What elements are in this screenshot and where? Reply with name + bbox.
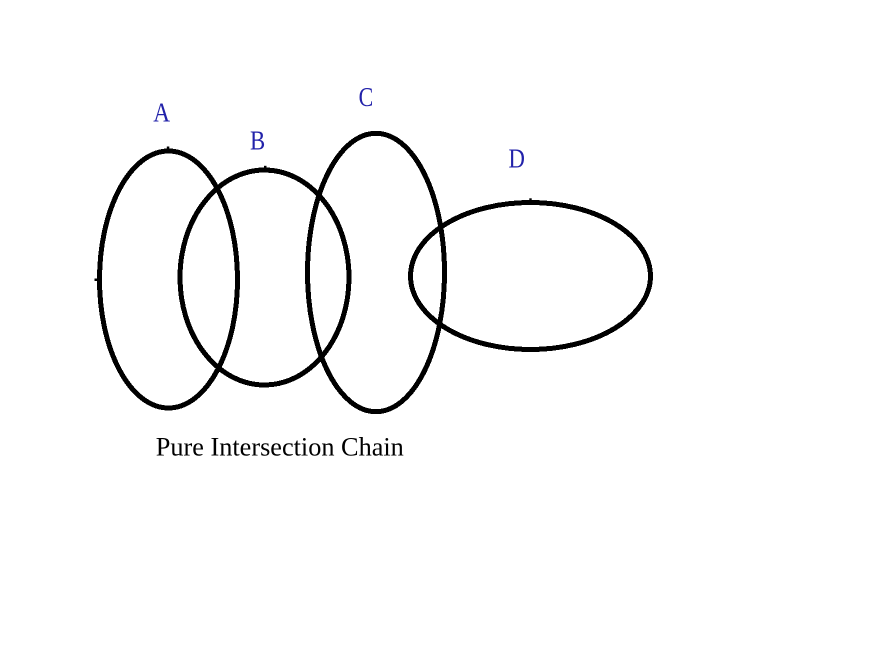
svg-text:B: B — [250, 125, 265, 155]
svg-text:D: D — [509, 143, 525, 173]
svg-text:Pure Intersection Chain: Pure Intersection Chain — [156, 433, 404, 462]
svg-text:C: C — [359, 82, 374, 112]
svg-text:A: A — [153, 98, 170, 128]
